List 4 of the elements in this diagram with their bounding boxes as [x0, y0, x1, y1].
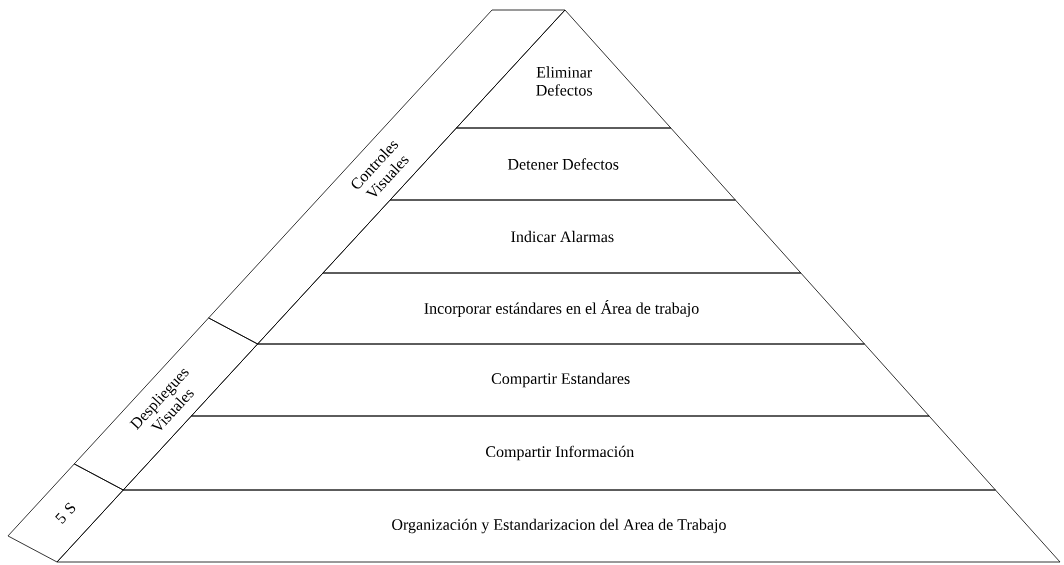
pyramid-level: Incorporar estándares en el Área de trabajo: [257, 272, 865, 345]
pyramid-level: Indicar Alarmas: [322, 199, 802, 274]
band-segment: 5 S: [7, 463, 124, 563]
pyramid-level: Eliminar Defectos: [456, 9, 672, 129]
